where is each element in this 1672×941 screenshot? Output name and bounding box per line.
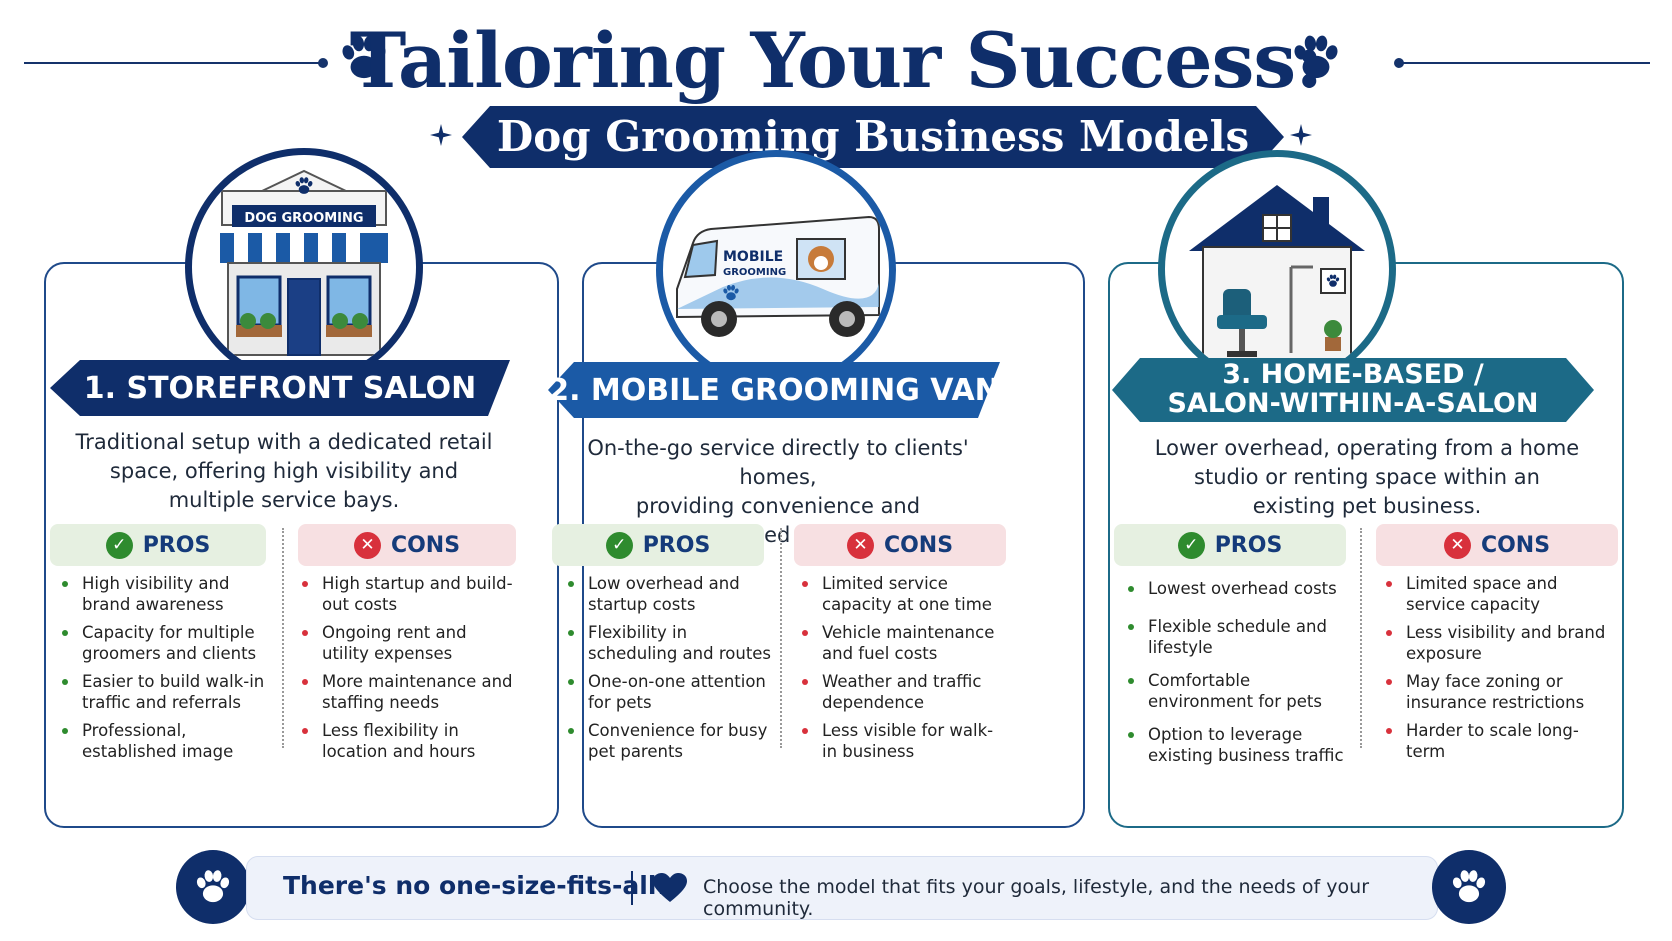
x-icon: ✕	[1443, 531, 1471, 559]
list-item: Weather and traffic dependence	[796, 671, 1002, 713]
cons-header: ✕CONS	[298, 524, 516, 566]
home-studio-illustration	[1158, 150, 1396, 388]
pros-header: ✓PROS	[552, 524, 764, 566]
list-item: Capacity for multiple groomers and clien…	[56, 622, 270, 664]
van-icon: MOBILE GROOMING	[676, 215, 880, 337]
footer-divider	[631, 871, 633, 905]
footer-paw-badge	[1432, 850, 1506, 924]
list-item: High visibility and brand awareness	[56, 573, 270, 615]
cons-list: High startup and build-out costs Ongoing…	[296, 573, 516, 769]
list-item: Less visible for walk-in business	[796, 720, 1002, 762]
pros-header: ✓PROS	[50, 524, 266, 566]
storefront-icon: DOG GROOMING	[220, 169, 388, 356]
cons-list: Limited space and service capacity Less …	[1380, 573, 1616, 769]
list-item: Option to leverage existing business tra…	[1122, 724, 1348, 766]
model-title: 3. HOME-BASED / SALON-WITHIN-A-SALON	[1167, 359, 1539, 419]
van-illustration: MOBILE GROOMING	[656, 150, 896, 390]
paw-icon	[1288, 30, 1344, 86]
sparkle-icon	[430, 124, 452, 146]
list-item: Convenience for busy pet parents	[562, 720, 772, 762]
model-title-banner: 1. STOREFRONT SALON	[50, 360, 510, 422]
cons-header: ✕CONS	[1376, 524, 1618, 566]
x-icon: ✕	[846, 531, 874, 559]
column-divider	[282, 528, 284, 748]
model-title: 2. MOBILE GROOMING VAN	[548, 373, 1000, 408]
cons-list: Limited service capacity at one time Veh…	[796, 573, 1002, 769]
footer-headline: There's no one-size-fits-all!	[283, 871, 668, 900]
list-item: Harder to scale long-term	[1380, 720, 1616, 762]
paw-icon	[192, 866, 234, 908]
list-item: Limited service capacity at one time	[796, 573, 1002, 615]
list-item: Low overhead and startup costs	[562, 573, 772, 615]
paw-icon	[1448, 866, 1490, 908]
title-rule-right	[1394, 58, 1650, 68]
pros-list: Low overhead and startup costs Flexibili…	[562, 573, 772, 769]
list-item: Vehicle maintenance and fuel costs	[796, 622, 1002, 664]
check-icon: ✓	[105, 531, 133, 559]
model-description: Traditional setup with a dedicated retai…	[75, 430, 493, 512]
list-item: One-on-one attention for pets	[562, 671, 772, 713]
model-title: 1. STOREFRONT SALON	[83, 371, 477, 406]
header: Tailoring Your Success:	[0, 6, 1672, 105]
list-item: High startup and build-out costs	[296, 573, 516, 615]
subtitle-ribbon: Dog Grooming Business Models	[462, 106, 1284, 168]
list-item: Easier to build walk-in traffic and refe…	[56, 671, 270, 713]
storefront-sign: DOG GROOMING	[244, 211, 363, 226]
list-item: Less flexibility in location and hours	[296, 720, 516, 762]
check-icon: ✓	[1177, 531, 1205, 559]
footer-paw-badge	[176, 850, 250, 924]
model-title-banner: 2. MOBILE GROOMING VAN	[548, 362, 1000, 424]
pros-list: High visibility and brand awareness Capa…	[56, 573, 270, 769]
list-item: Less visibility and brand exposure	[1380, 622, 1616, 664]
list-item: Lowest overhead costs	[1122, 578, 1348, 599]
page-title: Tailoring Your Success:	[349, 16, 1324, 105]
list-item: May face zoning or insurance restriction…	[1380, 671, 1616, 713]
list-item: Comfortable environment for pets	[1122, 670, 1348, 712]
pros-list: Lowest overhead costs Flexible schedule …	[1122, 578, 1348, 773]
home-icon	[1189, 185, 1365, 368]
van-label: MOBILE	[723, 249, 783, 265]
cons-header: ✕CONS	[794, 524, 1006, 566]
title-rule-left	[24, 58, 328, 68]
list-item: Limited space and service capacity	[1380, 573, 1616, 615]
list-item: Professional, established image	[56, 720, 270, 762]
page-subtitle: Dog Grooming Business Models	[496, 112, 1250, 161]
list-item: Flexible schedule and lifestyle	[1122, 616, 1348, 658]
model-description: Lower overhead, operating from a home st…	[1154, 436, 1580, 518]
heart-icon	[653, 873, 687, 902]
x-icon: ✕	[353, 531, 381, 559]
footer-message: Choose the model that fits your goals, l…	[703, 876, 1370, 920]
footer-banner: There's no one-size-fits-all! Choose the…	[246, 856, 1438, 920]
list-item: More maintenance and staffing needs	[296, 671, 516, 713]
list-item: Ongoing rent and utility expenses	[296, 622, 516, 664]
storefront-illustration: DOG GROOMING	[185, 148, 423, 386]
list-item: Flexibility in scheduling and routes	[562, 622, 772, 664]
column-divider	[1360, 528, 1362, 748]
check-icon: ✓	[605, 531, 633, 559]
van-label: GROOMING	[723, 267, 786, 278]
pros-header: ✓PROS	[1114, 524, 1346, 566]
model-title-banner: 3. HOME-BASED / SALON-WITHIN-A-SALON	[1112, 358, 1594, 422]
sparkle-icon	[1290, 124, 1312, 146]
column-divider	[780, 528, 782, 748]
